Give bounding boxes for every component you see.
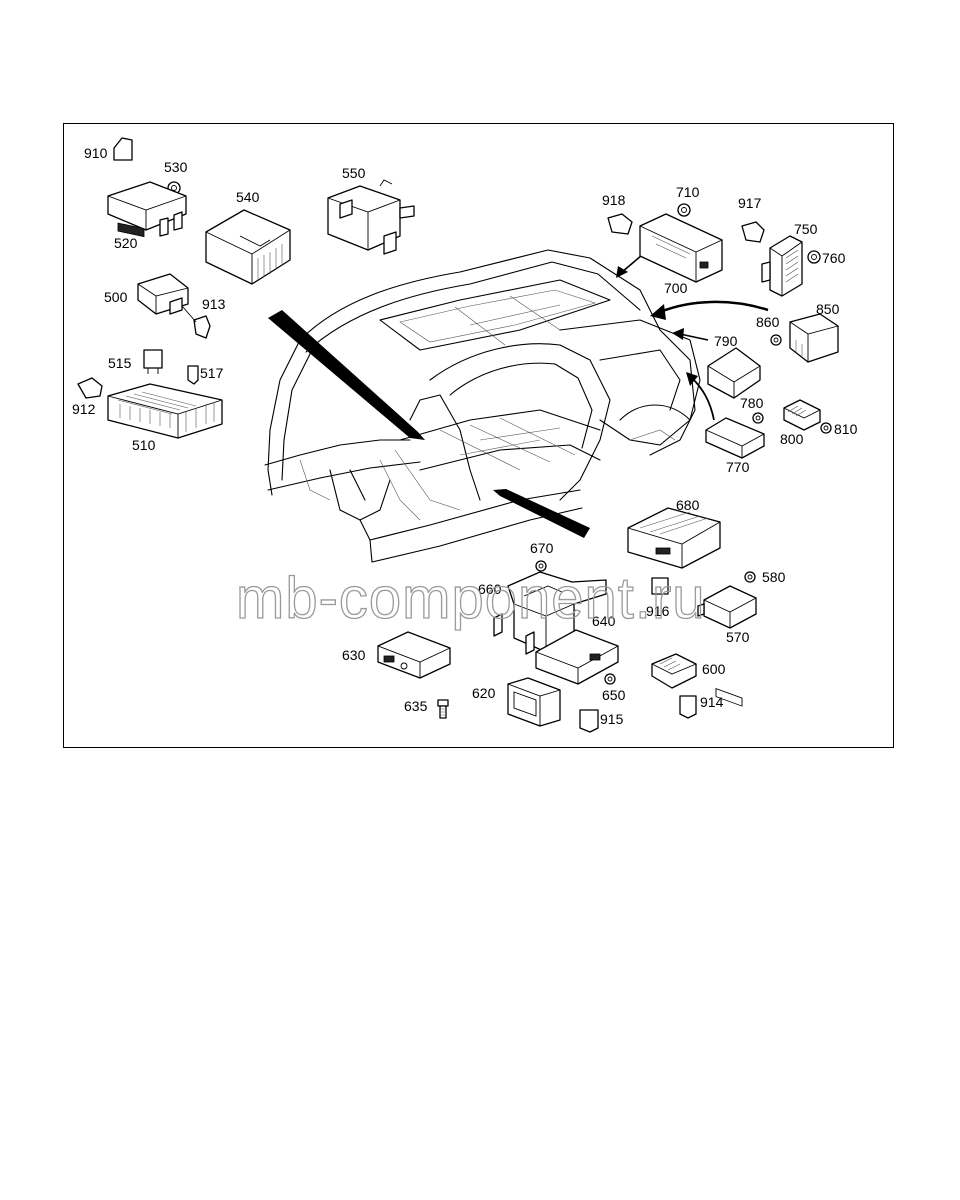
part-650-nut <box>604 673 616 685</box>
label-760: 760 <box>822 250 846 266</box>
label-635: 635 <box>404 698 428 714</box>
label-860: 860 <box>756 314 780 330</box>
part-710-nut <box>677 203 691 217</box>
label-790: 790 <box>714 333 738 349</box>
label-913: 913 <box>202 296 226 312</box>
label-750: 750 <box>794 221 818 237</box>
label-515: 515 <box>108 355 132 371</box>
label-915: 915 <box>600 711 624 727</box>
label-550: 550 <box>342 165 366 181</box>
part-640-module <box>535 629 619 685</box>
part-620-module <box>507 677 561 727</box>
part-520-module <box>107 181 187 238</box>
part-750-module <box>761 235 803 297</box>
part-550-module <box>327 179 415 255</box>
label-600: 600 <box>702 661 726 677</box>
label-780: 780 <box>740 395 764 411</box>
label-520: 520 <box>114 235 138 251</box>
part-910-connector <box>113 137 133 161</box>
part-917-connector <box>741 221 765 243</box>
label-570: 570 <box>726 629 750 645</box>
label-630: 630 <box>342 647 366 663</box>
label-640: 640 <box>592 613 616 629</box>
part-918-connector <box>607 213 633 235</box>
label-850: 850 <box>816 301 840 317</box>
label-650: 650 <box>602 687 626 703</box>
part-670-nut <box>535 560 547 572</box>
label-517: 517 <box>200 365 224 381</box>
label-910: 910 <box>84 145 108 161</box>
part-510-fusebox <box>107 383 223 439</box>
part-600-module <box>651 653 697 689</box>
part-570-module <box>697 585 757 629</box>
part-800-module <box>783 399 821 431</box>
part-630-module <box>377 631 451 679</box>
watermark: mb-component.ru <box>236 566 706 631</box>
part-810-nut <box>820 422 832 434</box>
part-780-nut <box>752 412 764 424</box>
label-710: 710 <box>676 184 700 200</box>
label-918: 918 <box>602 192 626 208</box>
label-680: 680 <box>676 497 700 513</box>
label-530: 530 <box>164 159 188 175</box>
label-912: 912 <box>72 401 96 417</box>
label-620: 620 <box>472 685 496 701</box>
part-790-cover <box>707 347 761 399</box>
label-580: 580 <box>762 569 786 585</box>
label-770: 770 <box>726 459 750 475</box>
label-800: 800 <box>780 431 804 447</box>
part-913-connector <box>181 305 211 339</box>
label-540: 540 <box>236 189 260 205</box>
part-700-module <box>639 213 723 283</box>
label-810: 810 <box>834 421 858 437</box>
pointer-arrows <box>268 249 769 538</box>
part-916-connector <box>651 577 669 595</box>
label-700: 700 <box>664 280 688 296</box>
part-635-bolt <box>437 699 449 719</box>
part-915-connector <box>579 709 599 733</box>
part-760-nut <box>807 250 821 264</box>
label-510: 510 <box>132 437 156 453</box>
part-500-module <box>137 273 189 315</box>
part-770-module <box>705 417 765 707</box>
label-500: 500 <box>104 289 128 305</box>
part-914-connector <box>679 695 697 719</box>
label-660: 660 <box>478 581 502 597</box>
part-660-bracket <box>493 571 607 655</box>
part-860-nut <box>770 334 782 346</box>
part-labels: 910 530 520 540 550 500 913 515 517 912 … <box>72 145 858 727</box>
label-917: 917 <box>738 195 762 211</box>
part-540-cover <box>205 209 291 285</box>
car-body-shell <box>264 249 701 563</box>
label-914: 914 <box>700 694 724 710</box>
part-912-connector <box>77 377 103 399</box>
part-515-relay <box>143 349 163 374</box>
part-850-module <box>789 313 839 363</box>
label-916: 916 <box>646 603 670 619</box>
label-670: 670 <box>530 540 554 556</box>
part-680-module <box>627 507 721 569</box>
part-517-fuse <box>187 365 199 385</box>
part-580-nut <box>744 571 756 583</box>
